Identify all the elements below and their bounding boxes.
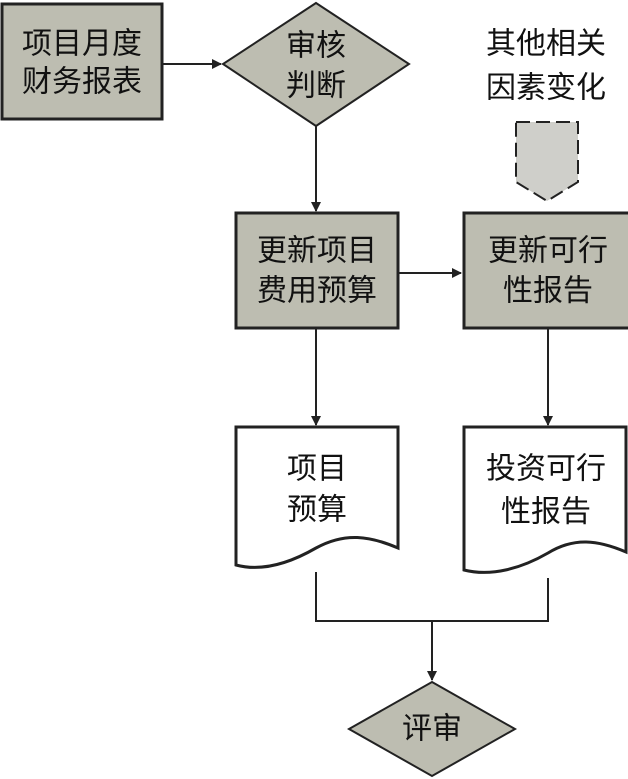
node-audit-decision: 审核 判断	[221, 1, 411, 128]
connectors	[162, 59, 553, 681]
node-monthly-report: 项目月度 财务报表	[0, 2, 164, 121]
node-investment-feasibility-document: 投资可行 性报告	[462, 425, 628, 574]
node-other-factors-line1: 其他相关	[486, 27, 606, 62]
node-update-budget-line1: 更新项目	[257, 234, 377, 269]
node-update-budget-line2: 费用预算	[257, 274, 377, 309]
node-monthly-report-line1: 项目月度	[22, 27, 142, 62]
node-update-budget: 更新项目 费用预算	[234, 211, 400, 330]
node-review-label: 评审	[402, 712, 462, 747]
node-audit-line2: 判断	[286, 69, 346, 104]
node-monthly-report-line2: 财务报表	[22, 65, 142, 100]
node-investment-feasibility-line2: 性报告	[501, 495, 591, 530]
connector-documents-to-review	[315, 572, 549, 622]
node-investment-feasibility-line1: 投资可行	[486, 452, 606, 487]
node-audit-line1: 审核	[286, 29, 346, 64]
node-update-feasibility: 更新可行 性报告	[462, 211, 628, 330]
node-review-decision: 评审	[346, 680, 518, 778]
off-page-connector-shape	[515, 121, 579, 203]
node-project-budget-document: 项目 预算	[234, 425, 400, 569]
node-other-factors-line2: 因素变化	[486, 71, 606, 106]
node-other-factors: 其他相关 因素变化	[486, 27, 606, 203]
node-project-budget-line1: 项目	[287, 452, 347, 487]
node-update-feasibility-line2: 性报告	[503, 274, 593, 309]
node-update-feasibility-line1: 更新可行	[488, 234, 608, 269]
node-project-budget-line2: 预算	[287, 493, 347, 528]
